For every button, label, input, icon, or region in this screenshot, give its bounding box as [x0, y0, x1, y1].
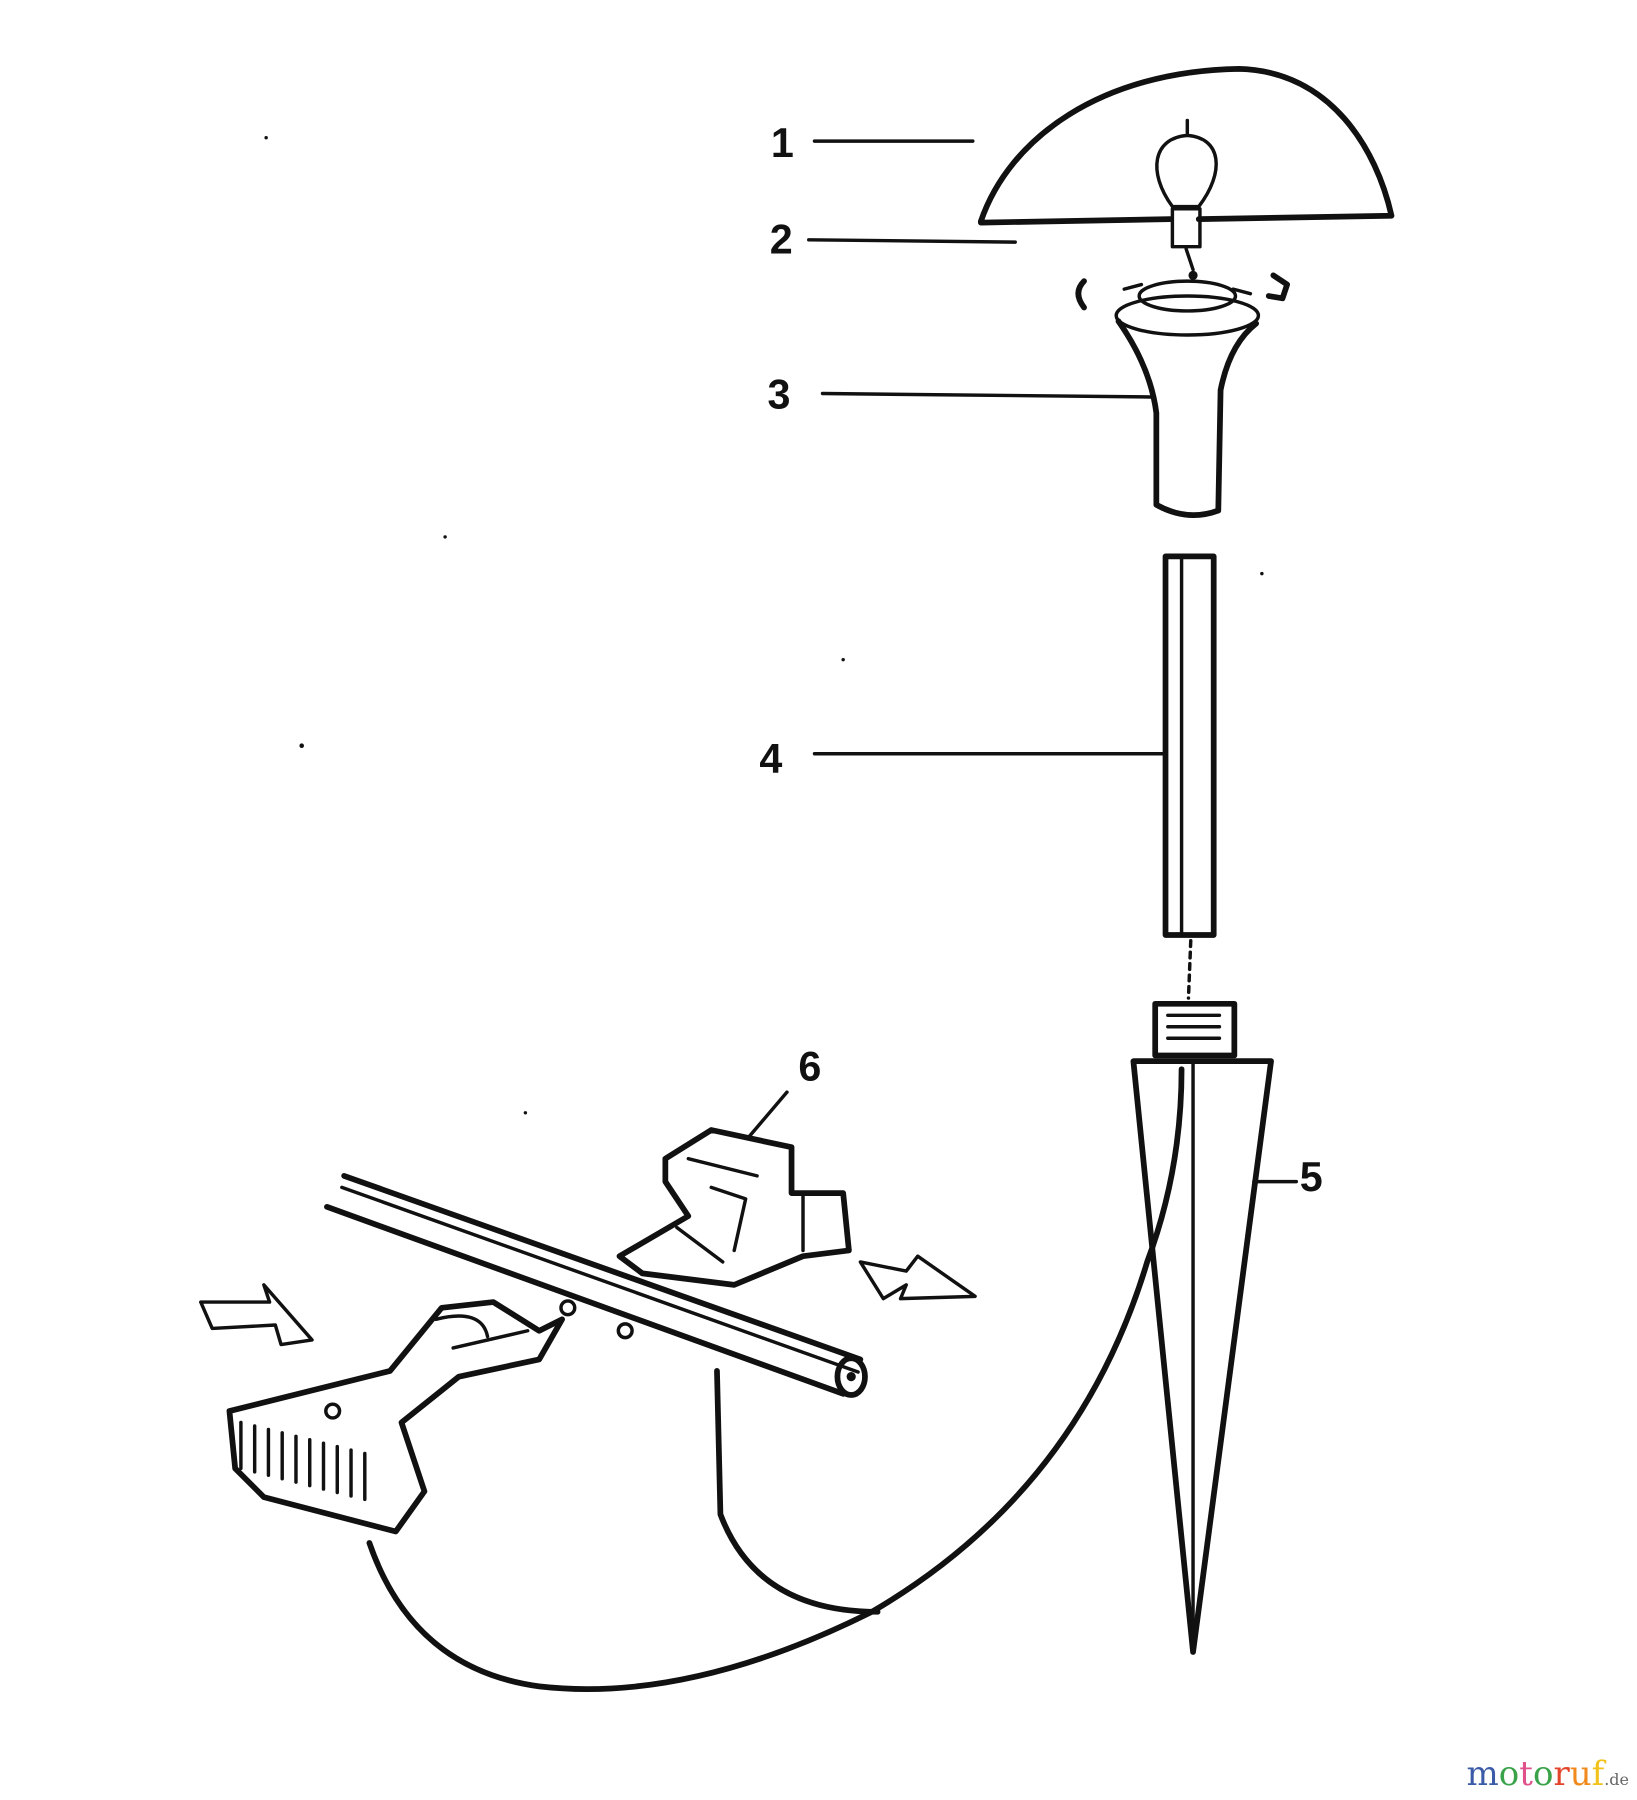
watermark-letter: r — [1553, 1754, 1570, 1794]
plug — [226, 1299, 634, 1535]
ground-spike — [1130, 1000, 1274, 1655]
callout-4-label: 4 — [759, 736, 782, 782]
watermark-letter: t — [1519, 1754, 1533, 1794]
cable-connector — [616, 1127, 852, 1288]
callout-3-label: 3 — [767, 371, 790, 417]
insert-arrow-left-icon — [199, 1283, 314, 1347]
cable-branch — [714, 1368, 881, 1615]
lamp-shade — [977, 66, 1395, 226]
watermark-letter: m — [1466, 1754, 1499, 1794]
insert-arrow-right-icon — [858, 1254, 977, 1301]
cable-rail — [324, 1173, 868, 1398]
lamp-head — [1075, 270, 1290, 518]
rotate-arrows-icon — [1075, 272, 1290, 311]
watermark-letter: f — [1591, 1754, 1605, 1794]
callout-2-label: 2 — [770, 217, 793, 263]
callout-2-leader — [807, 238, 1017, 244]
motoruf-watermark-logo: motoruf.de — [1467, 1754, 1629, 1794]
callout-3-leader — [820, 391, 1153, 399]
bulb — [1155, 118, 1218, 272]
watermark-letter: u — [1569, 1754, 1592, 1794]
callout-1-label: 1 — [771, 120, 794, 166]
cable — [366, 1066, 1185, 1692]
tube — [1162, 553, 1217, 1000]
callout-6-label: 6 — [798, 1044, 821, 1090]
callout-6-leader — [746, 1090, 789, 1140]
watermark-letter: o — [1532, 1754, 1554, 1794]
watermark-letter: o — [1498, 1754, 1520, 1794]
callout-5-label: 5 — [1300, 1154, 1323, 1200]
watermark-suffix: .de — [1604, 1770, 1629, 1789]
